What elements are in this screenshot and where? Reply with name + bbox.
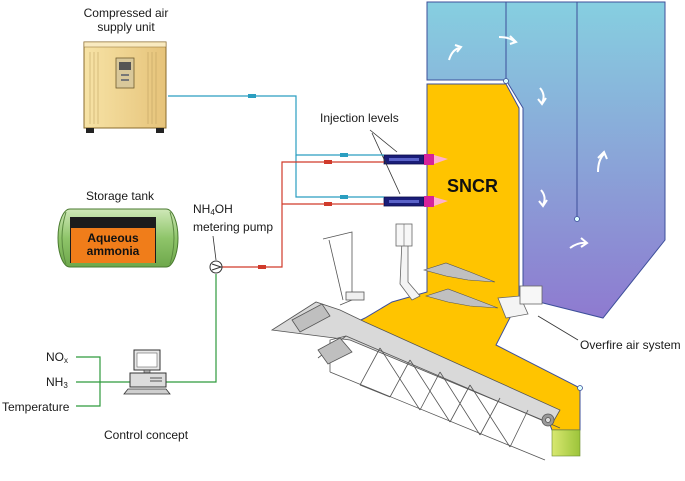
tank-content-line1: Aqueous bbox=[87, 231, 139, 245]
aqueous-ammonia-fill bbox=[71, 228, 155, 263]
lance-lower bbox=[383, 196, 448, 207]
tank-content-label: Aqueous ammonia bbox=[72, 232, 154, 258]
storage-tank-label: Storage tank bbox=[86, 189, 155, 203]
metering-pump-label: NH4OH metering pump bbox=[193, 202, 273, 234]
compressed-air-label-line2: supply unit bbox=[97, 20, 155, 34]
gas-flow-arrows bbox=[448, 35, 608, 249]
control-concept-label: Control concept bbox=[104, 428, 189, 442]
overfire-leader-line bbox=[537, 315, 579, 341]
computer-workstation-icon bbox=[123, 349, 171, 395]
input-nh3-label: NH3 bbox=[46, 375, 68, 390]
control-signal-lines bbox=[76, 274, 217, 407]
ash-discharge bbox=[551, 429, 581, 457]
compressed-air-label: Compressed air supply unit bbox=[74, 6, 178, 34]
overfire-air-label: Overfire air system bbox=[580, 338, 681, 352]
compressed-air-cabinet-icon bbox=[83, 41, 167, 133]
ammonia-lines bbox=[222, 161, 384, 268]
ammonia-flow-markers bbox=[258, 160, 332, 269]
metering-pump-icon bbox=[209, 235, 223, 274]
metering-pump-line2: metering pump bbox=[193, 220, 274, 234]
grate-stoker bbox=[270, 231, 561, 461]
sncr-label: SNCR bbox=[447, 176, 499, 196]
injection-lances bbox=[369, 129, 448, 207]
overfire-air-system bbox=[395, 223, 579, 341]
compressed-air-label-line1: Compressed air bbox=[83, 6, 169, 20]
air-flow-markers bbox=[248, 94, 348, 199]
input-temperature-label: Temperature bbox=[2, 400, 70, 414]
tank-content-line2: ammonia bbox=[86, 244, 140, 258]
flue-gas-passes bbox=[426, 1, 666, 319]
storage-tank-icon bbox=[57, 208, 179, 268]
metering-pump-chemical: NH4OH bbox=[193, 202, 233, 217]
injection-levels-label: Injection levels bbox=[320, 111, 399, 125]
input-nox-label: NOx bbox=[46, 350, 68, 365]
